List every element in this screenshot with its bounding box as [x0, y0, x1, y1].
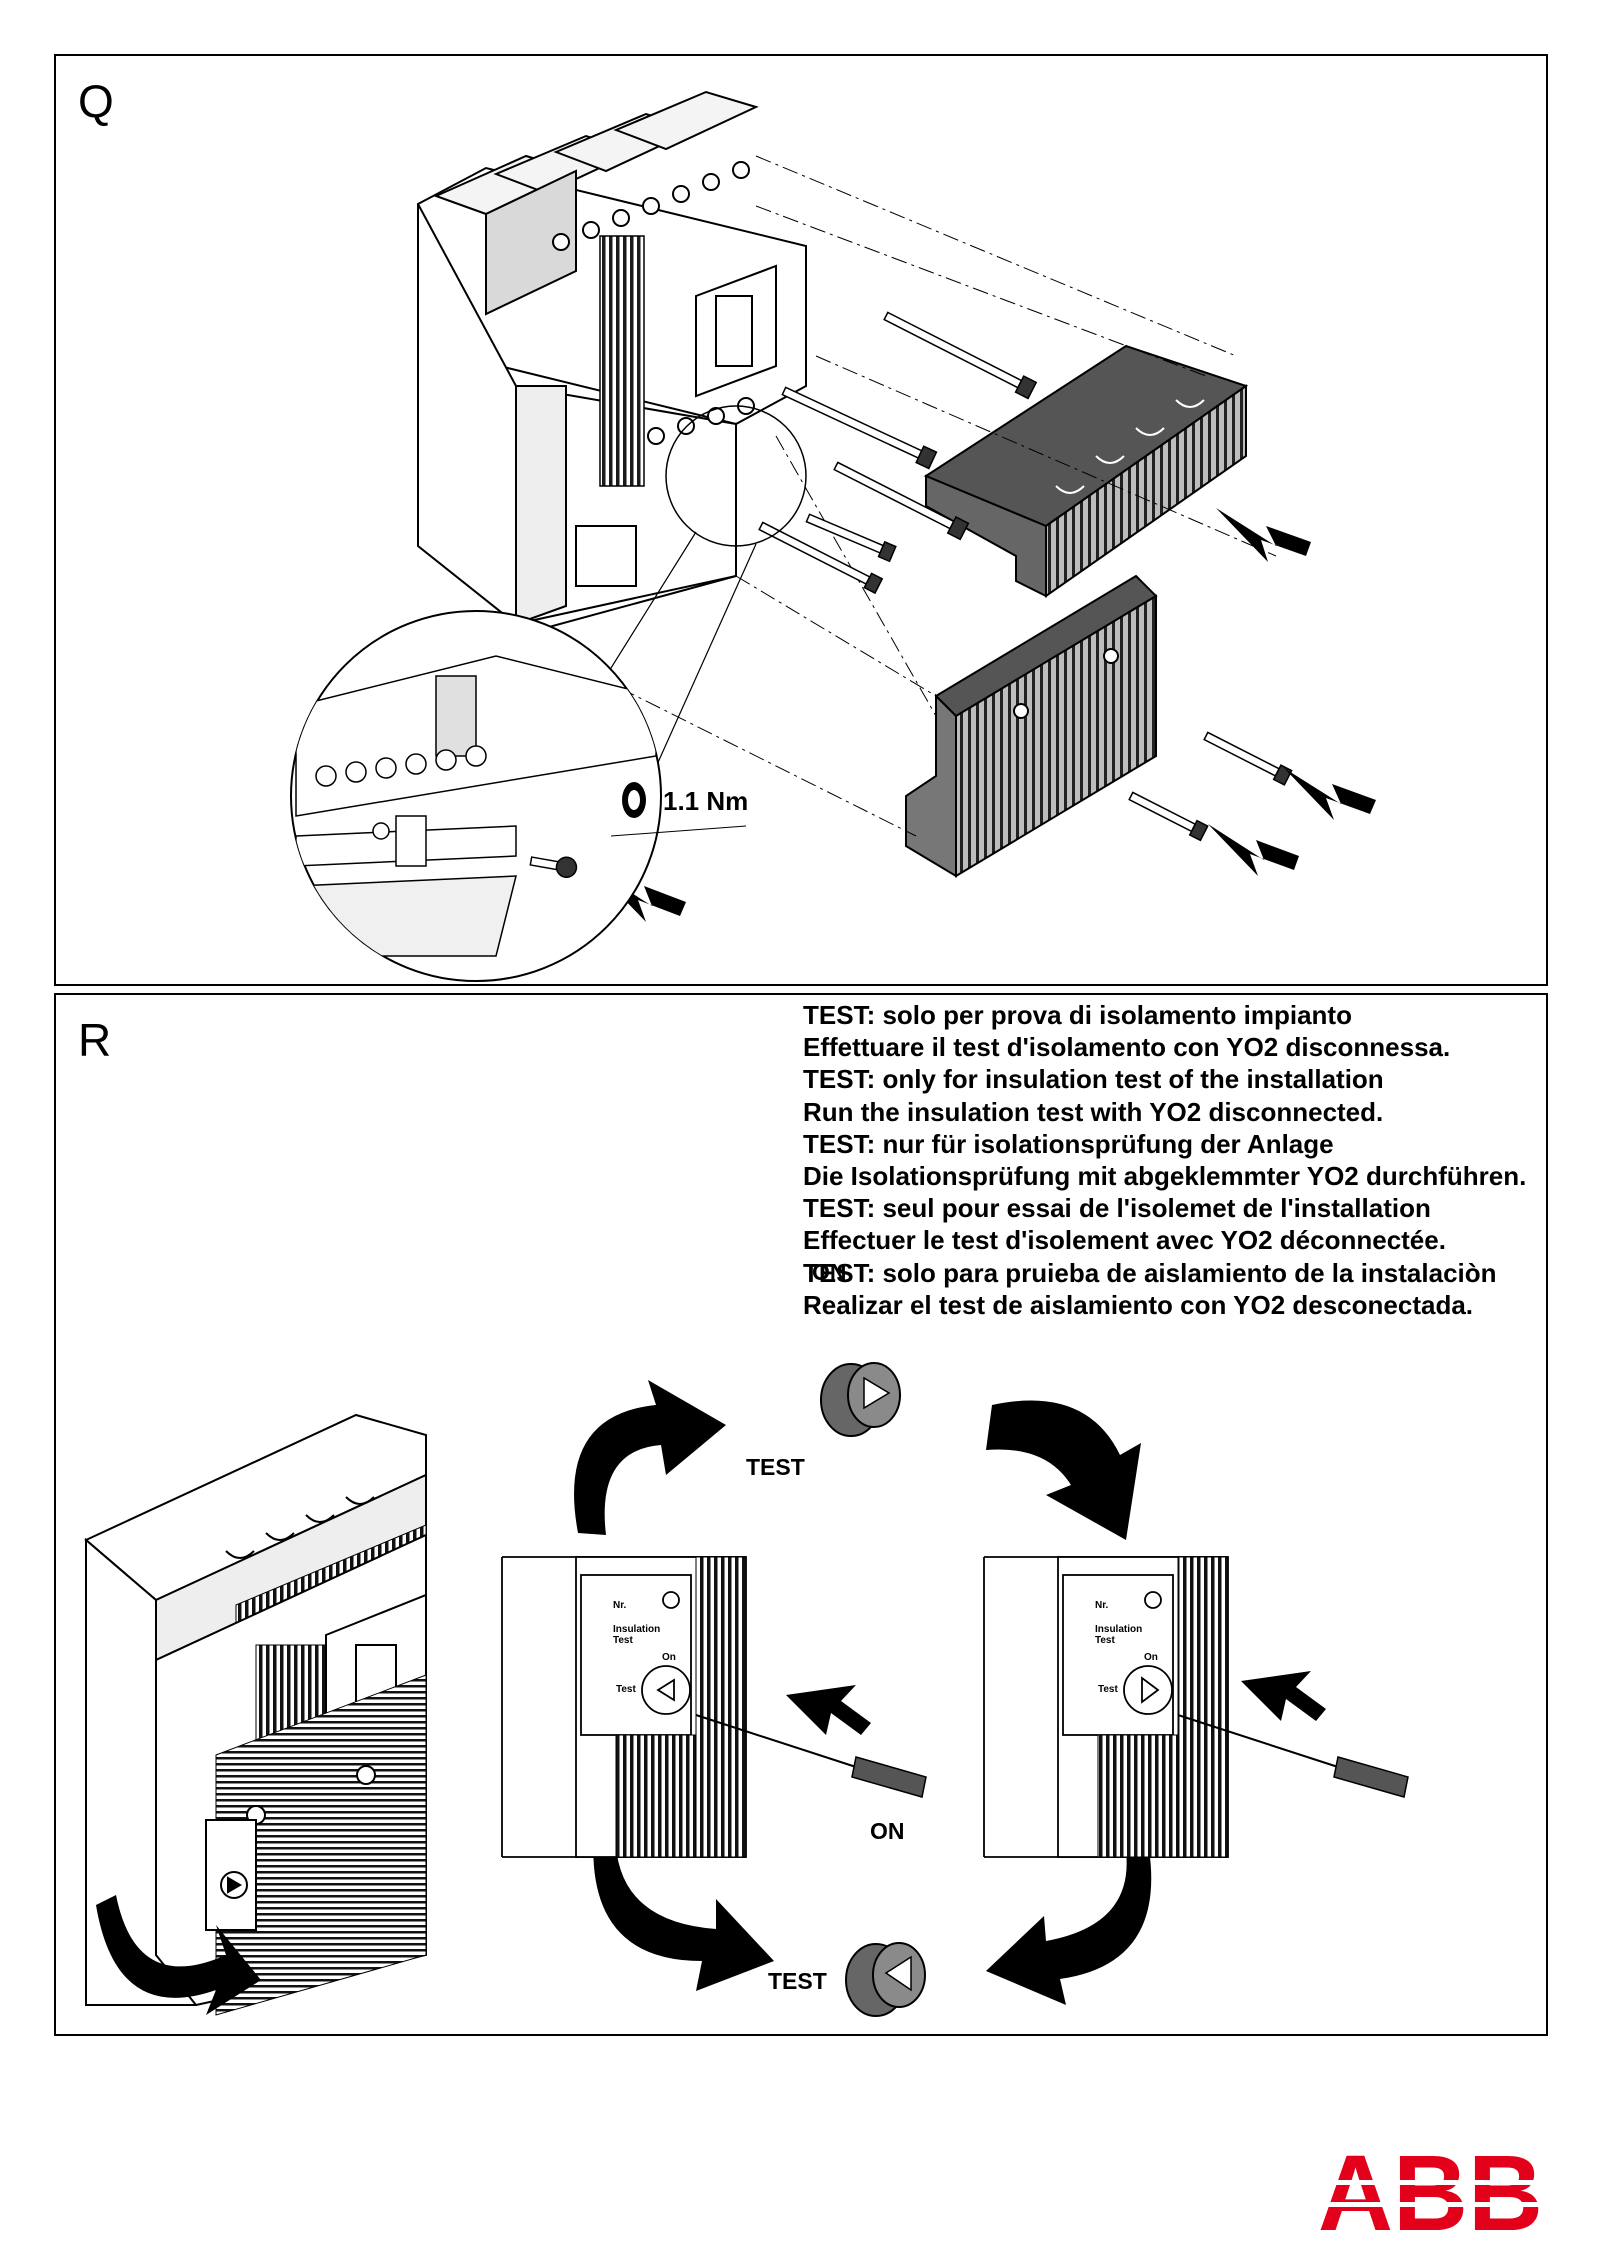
- bottom-test-label: TEST: [768, 1968, 827, 1994]
- panel-on-nr-label: Nr.: [613, 1600, 627, 1611]
- torque-icon: [622, 782, 646, 818]
- panel-r-letter: R: [78, 1014, 112, 1066]
- circuit-breaker-body: [417, 90, 807, 637]
- panel-on-insulation-label: Insulation: [613, 1624, 660, 1635]
- rotate-arrow-bottom-right: [986, 1801, 1152, 2005]
- breaker-with-cover: [84, 1413, 427, 2016]
- detail-magnified-view: [290, 610, 747, 982]
- top-on-label: ON: [812, 1259, 847, 1285]
- panel-test-test-label: Test: [1095, 1635, 1115, 1646]
- knob-test-position: [845, 1942, 926, 2017]
- panel-on-on-label: On: [662, 1652, 676, 1663]
- instruction-line: TEST: seul pour essai de l'isolemet de l…: [803, 1193, 1431, 1224]
- upper-terminal-cover: [923, 344, 1249, 598]
- abb-logo: ABB: [1318, 2146, 1543, 2238]
- direction-arrows: [596, 508, 1376, 922]
- panel-on-test-side-label: Test: [616, 1684, 636, 1695]
- screwdriver-1: [695, 1714, 927, 1798]
- push-arrows: [786, 1671, 1326, 1735]
- panel-q: Q: [54, 54, 1548, 986]
- panel-test-test-side-label: Test: [1098, 1684, 1118, 1695]
- panel-on-test-label: Test: [613, 1635, 633, 1646]
- detail-source-circle: [665, 405, 807, 547]
- instruction-line: Realizar el test de aislamiento con YO2 …: [803, 1289, 1474, 1320]
- panel-test-on-label: On: [1144, 1652, 1158, 1663]
- panel-r: R TEST: solo per prova di isolamento imp…: [54, 993, 1548, 2036]
- insulation-test-instructions: TEST: solo per prova di isolamento impia…: [803, 999, 1526, 1321]
- instruction-line: TEST: only for insulation test of the in…: [803, 1064, 1384, 1095]
- rotate-arrow-top-right: [986, 1400, 1141, 1540]
- rotate-arrow-left: [96, 1895, 261, 2015]
- instruction-line: TEST: solo per prova di isolamento impia…: [803, 1000, 1352, 1030]
- insulation-test-procedure-drawing: ON TEST ON TEST: [84, 1259, 1409, 2017]
- fixing-screws: [758, 311, 1293, 842]
- alignment-guide-lines: [515, 155, 1277, 837]
- instruction-line: TEST: nur für isolationsprüfung der Anla…: [803, 1128, 1334, 1159]
- torque-label: 1.1 Nm: [663, 786, 748, 816]
- panel-test-insulation-label: Insulation: [1095, 1624, 1142, 1635]
- knob-on-position: [820, 1362, 901, 1437]
- test-panel-on: [501, 1556, 747, 1858]
- panel-test-nr-label: Nr.: [1095, 1600, 1109, 1611]
- test-panel-test: [983, 1556, 1229, 1858]
- instruction-line: Die Isolationsprüfung mit abgeklemmter Y…: [803, 1161, 1527, 1192]
- panel-q-letter: Q: [78, 75, 114, 127]
- screwdriver-2: [1177, 1714, 1409, 1798]
- instruction-line: Run the insulation test with YO2 disconn…: [803, 1096, 1384, 1127]
- abb-logo-text: ABB: [1318, 2146, 1543, 2238]
- rotate-arrow-top-left: [574, 1380, 726, 1535]
- instruction-line: Effettuare il test d'isolamento con YO2 …: [803, 1032, 1451, 1063]
- rotate-arrow-bottom-left: [593, 1811, 774, 1991]
- instruction-line: TEST: solo para pruieba de aislamiento d…: [803, 1257, 1497, 1288]
- lower-terminal-cover: [905, 574, 1158, 878]
- instruction-line: Effectuer le test d'isolement avec YO2 d…: [803, 1225, 1446, 1256]
- bottom-on-label: ON: [870, 1818, 905, 1844]
- top-test-label: TEST: [746, 1454, 805, 1480]
- breaker-cover-installation-drawing: 1.1 Nm: [290, 90, 1376, 982]
